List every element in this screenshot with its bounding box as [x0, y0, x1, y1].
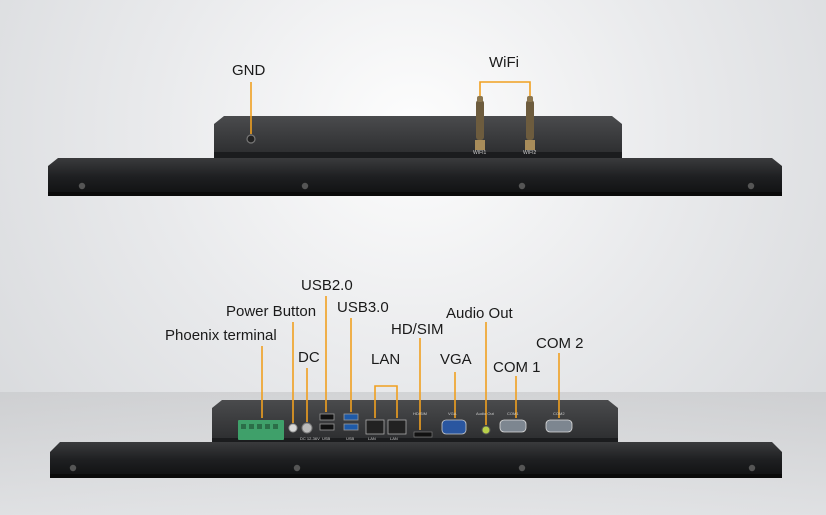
- label-hdsim: HD/SIM: [391, 321, 444, 338]
- dc-jack-icon: [301, 422, 313, 434]
- label-gnd: GND: [232, 62, 266, 79]
- lan-ports-icon: [365, 419, 407, 435]
- label-com1: COM 1: [493, 359, 541, 376]
- tag-dc: DC 12-36V: [300, 436, 320, 441]
- tag-usb2: USB: [322, 436, 331, 441]
- antenna-tag-2: WIFI2: [523, 150, 537, 156]
- com2-port-icon: [545, 419, 573, 433]
- tag-com1: COM1: [507, 411, 519, 416]
- tag-hdsim: HD/SIM: [413, 411, 427, 416]
- usb3-ports-icon: [343, 413, 359, 431]
- label-phoenix-terminal: Phoenix terminal: [165, 327, 277, 344]
- label-lan: LAN: [371, 351, 401, 368]
- tag-usb3: USB: [346, 436, 355, 441]
- label-audio-out: Audio Out: [446, 305, 513, 322]
- label-dc: DC: [298, 349, 320, 366]
- bottom-view-panel: [50, 296, 782, 478]
- label-power-button: Power Button: [226, 303, 317, 320]
- label-usb2: USB2.0: [301, 277, 353, 294]
- hdsim-slot-icon: [413, 431, 433, 438]
- power-button-icon: [288, 423, 298, 433]
- label-wifi: WiFi: [489, 54, 519, 71]
- label-com2: COM 2: [536, 335, 584, 352]
- phoenix-terminal-icon: [238, 420, 284, 440]
- tag-lan2: LAN: [390, 436, 398, 441]
- usb2-ports-icon: [319, 413, 335, 431]
- gnd-screw-icon: [246, 134, 256, 144]
- tag-lan1: LAN: [368, 436, 376, 441]
- wifi-antenna-1-icon: [475, 96, 485, 150]
- antenna-tag-1: WIFI1: [473, 150, 487, 156]
- vga-port-icon: [441, 419, 467, 435]
- wifi-antenna-2-icon: [525, 96, 535, 150]
- tag-vga: VGA: [448, 411, 457, 416]
- tag-audio: Audio Out: [476, 411, 494, 416]
- audio-jack-icon: [481, 425, 491, 435]
- top-view-panel: [48, 81, 782, 196]
- label-usb3: USB3.0: [337, 299, 389, 316]
- label-vga: VGA: [440, 351, 472, 368]
- tag-com2: COM2: [553, 411, 565, 416]
- com1-port-icon: [499, 419, 527, 433]
